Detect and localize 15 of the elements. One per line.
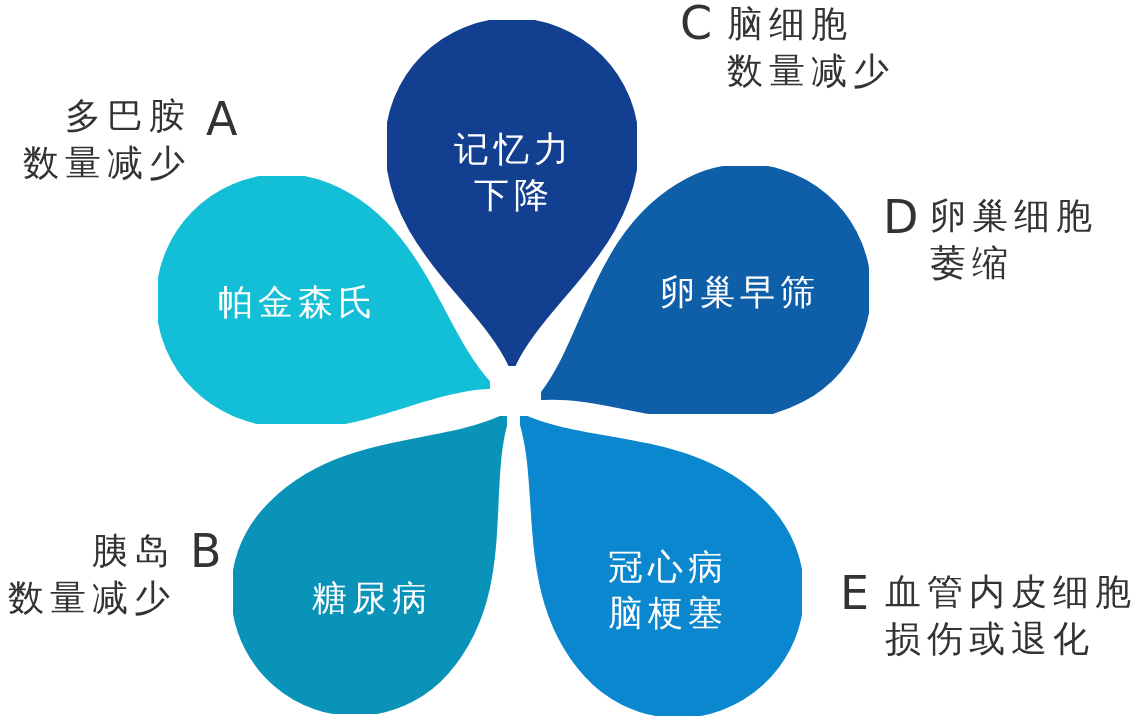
caption-text: 多巴胺数量减少 (22, 94, 191, 185)
letter-label: B (190, 528, 222, 574)
petal-label: 冠心病脑梗塞 (607, 546, 729, 635)
letter-label: A (206, 96, 238, 142)
letter-label: E (840, 570, 870, 616)
petal-label: 卵巢早筛 (659, 271, 821, 314)
caption-text: 血管内皮细胞损伤或退化 (885, 570, 1138, 661)
letter-label: D (883, 194, 919, 240)
caption-text: 脑细胞数量减少 (727, 2, 896, 93)
caption-text: 卵巢细胞萎缩 (930, 194, 1099, 285)
letter-label: C (680, 0, 713, 46)
caption-text: 胰岛数量减少 (7, 529, 176, 620)
petal-label: 记忆力下降 (453, 128, 575, 217)
petal-label: 帕金森氏 (217, 281, 379, 324)
petal-label: 糖尿病 (311, 577, 433, 620)
